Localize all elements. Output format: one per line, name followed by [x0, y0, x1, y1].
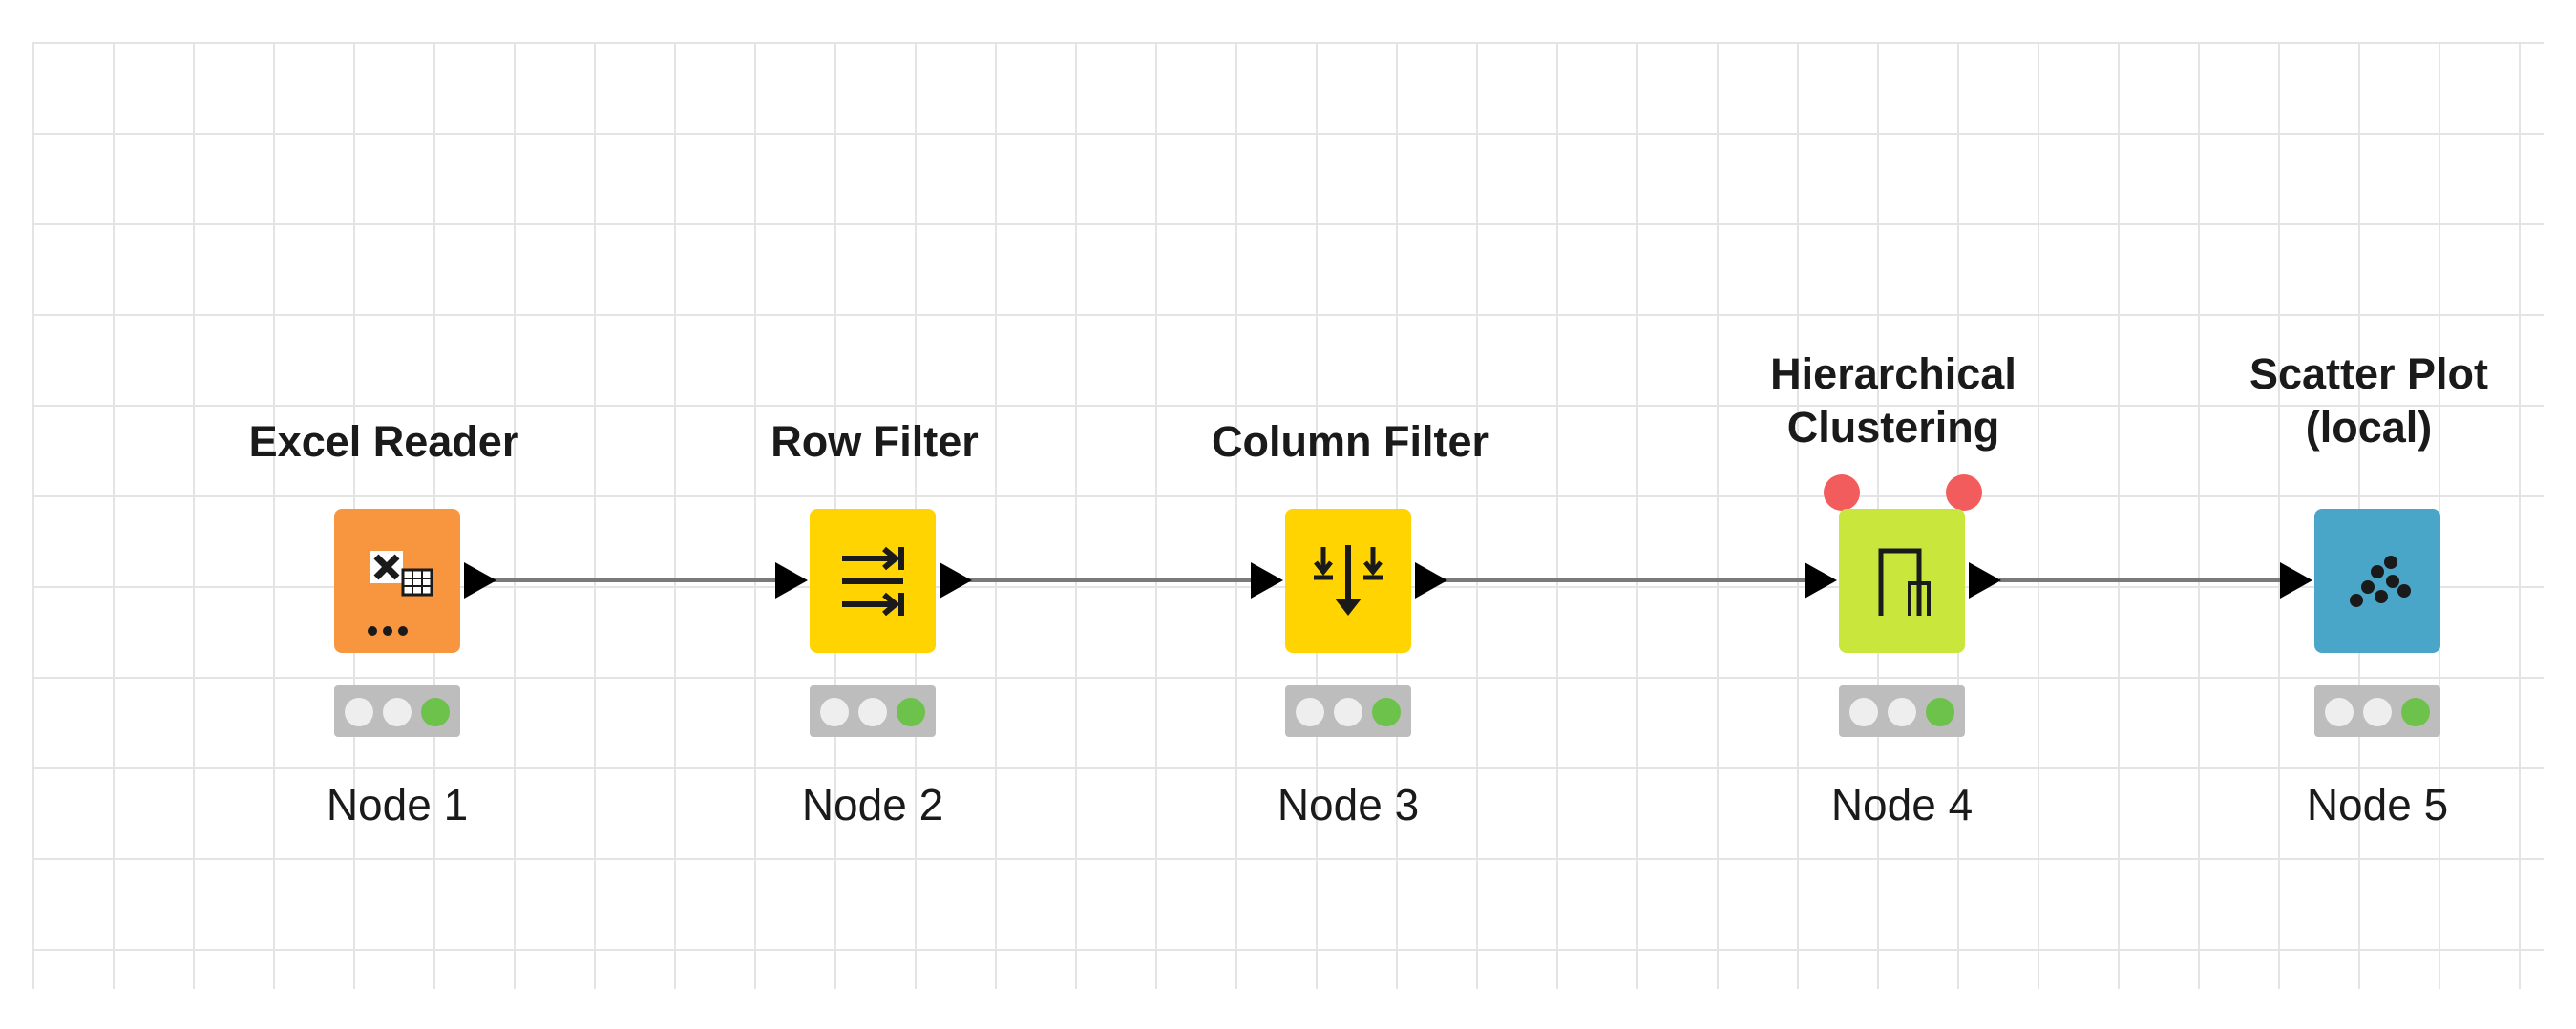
node-icon-box[interactable] — [2314, 509, 2440, 653]
input-port[interactable] — [2280, 562, 2312, 598]
column-filter-icon — [1314, 545, 1383, 616]
status-light-red — [1296, 698, 1324, 726]
status-light-yellow — [858, 698, 887, 726]
status-light-yellow — [2363, 698, 2392, 726]
node-label[interactable]: Node 2 — [801, 780, 944, 830]
node-icon-box[interactable] — [1839, 509, 1965, 653]
input-port[interactable] — [775, 562, 808, 598]
node-icon-box[interactable] — [810, 509, 936, 653]
output-port[interactable] — [464, 562, 496, 598]
status-light-red — [2325, 698, 2354, 726]
node-status-indicator — [2314, 685, 2440, 737]
status-light-green — [897, 698, 925, 726]
node-title: Column Filter — [1212, 417, 1489, 466]
node-label[interactable]: Node 4 — [1830, 780, 1974, 830]
node-title: Row Filter — [771, 417, 979, 466]
status-light-green — [421, 698, 450, 726]
node-icon-box[interactable] — [334, 509, 460, 653]
node-label[interactable]: Node 1 — [326, 780, 469, 830]
status-light-yellow — [1334, 698, 1362, 726]
row-filter-icon — [842, 546, 904, 617]
node-status-indicator — [1839, 685, 1965, 737]
status-light-yellow — [383, 698, 412, 726]
status-light-green — [1372, 698, 1401, 726]
node-status-indicator — [1285, 685, 1411, 737]
node-title: Excel Reader — [248, 417, 519, 466]
status-light-red — [345, 698, 373, 726]
status-light-red — [1849, 698, 1878, 726]
flow-variable-output-port[interactable] — [1946, 474, 1982, 511]
node-title: Scatter Plot (local) — [2249, 349, 2489, 452]
node-label[interactable]: Node 5 — [2306, 780, 2449, 830]
node-status-indicator — [810, 685, 936, 737]
output-port[interactable] — [1969, 562, 2001, 598]
status-light-green — [2401, 698, 2430, 726]
status-light-red — [820, 698, 849, 726]
dendrogram-icon — [1878, 548, 1931, 616]
input-port[interactable] — [1251, 562, 1283, 598]
excel-icon — [368, 551, 433, 636]
output-port[interactable] — [940, 562, 972, 598]
node-status-indicator — [334, 685, 460, 737]
scatter-icon — [2350, 556, 2411, 607]
input-port[interactable] — [1805, 562, 1837, 598]
node-label[interactable]: Node 3 — [1277, 780, 1420, 830]
node-icon-box[interactable] — [1285, 509, 1411, 653]
output-port[interactable] — [1415, 562, 1447, 598]
status-light-green — [1926, 698, 1954, 726]
status-light-yellow — [1888, 698, 1916, 726]
flow-variable-input-port[interactable] — [1824, 474, 1860, 511]
node-title: Hierarchical Clustering — [1770, 349, 2016, 452]
